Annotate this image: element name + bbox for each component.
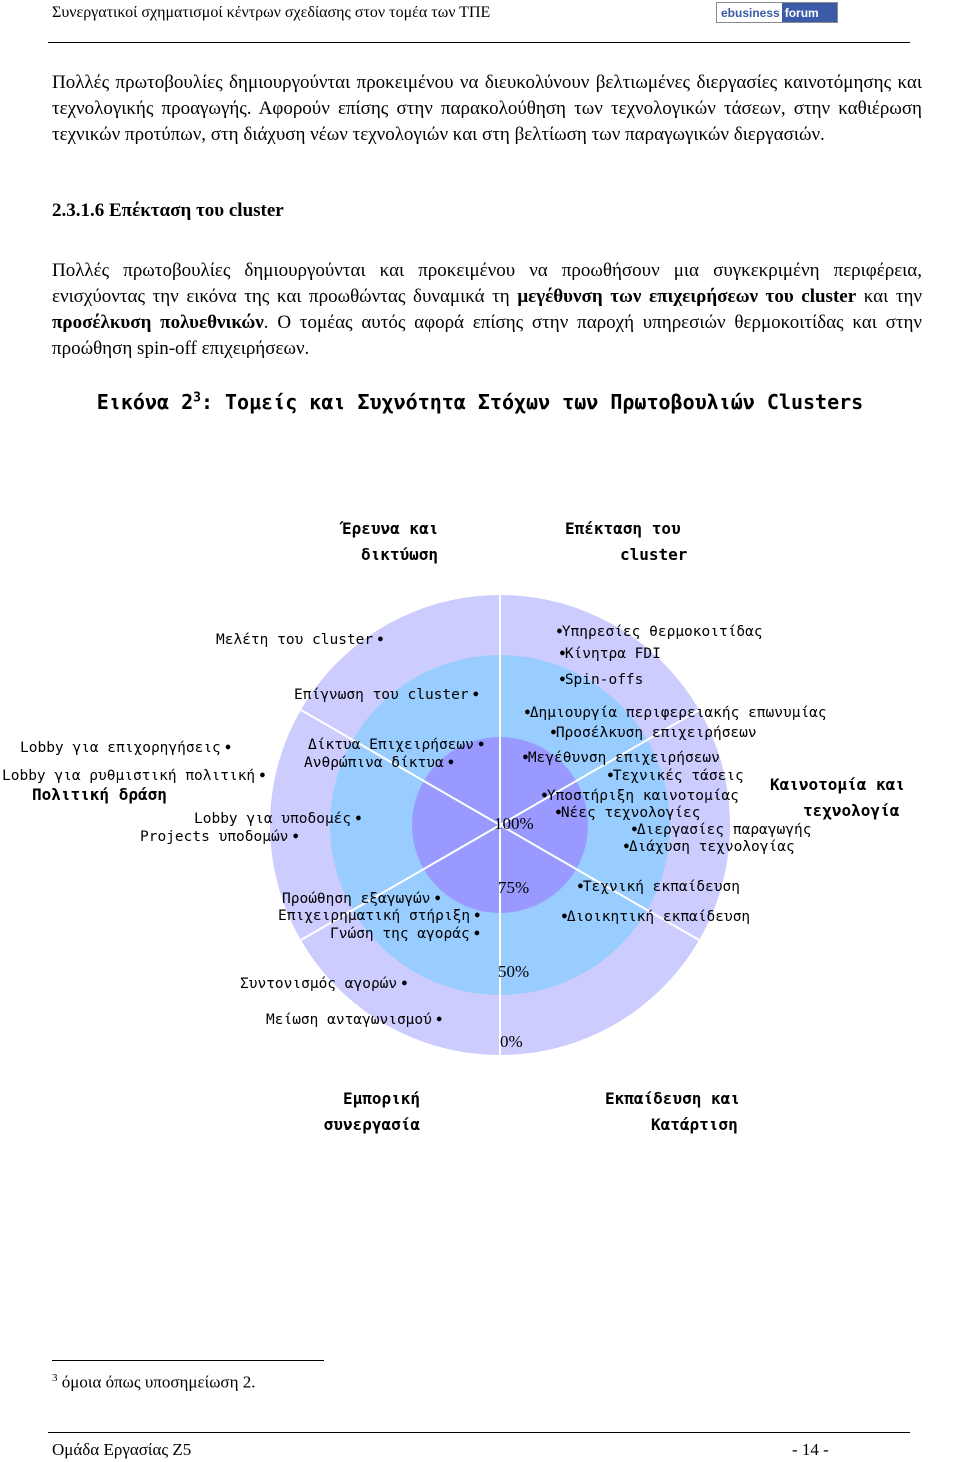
innovation-item: Υποστήριξη καινοτομίας bbox=[542, 786, 739, 805]
research-item: Ανθρώπινα δίκτυα bbox=[304, 753, 453, 772]
sector-training-line1: Εκπαίδευση και bbox=[605, 1089, 740, 1108]
logo-text-ebusiness: ebusiness bbox=[717, 3, 782, 22]
policy-item: Lobby για επιχορηγήσεις bbox=[20, 738, 230, 757]
footnote-number: 3 bbox=[52, 1372, 58, 1384]
section-bold-2: προσέλκυση πολυεθνικών bbox=[52, 312, 264, 333]
commercial-item: Μείωση ανταγωνισμού bbox=[266, 1010, 442, 1029]
sector-research-line2: δικτύωση bbox=[360, 545, 438, 564]
innovation-item: Νέες τεχνολογίες bbox=[556, 803, 701, 822]
sector-label-policy: Πολιτική δράση bbox=[32, 785, 167, 804]
footnote-rule bbox=[52, 1360, 324, 1361]
figure-title: Εικόνα 23: Τομείς και Συχνότητα Στόχων τ… bbox=[0, 390, 960, 414]
ebusinessforum-logo: ebusiness forum bbox=[716, 2, 838, 23]
sector-commercial-line1: Εμπορική bbox=[342, 1089, 420, 1108]
sector-label-expansion: Επέκταση του cluster bbox=[565, 516, 690, 568]
header-rule bbox=[48, 42, 910, 43]
section-text-2: και την bbox=[856, 286, 922, 307]
innovation-item: Τεχνικές τάσεις bbox=[608, 766, 744, 785]
section-heading: 2.3.1.6 Επέκταση του cluster bbox=[52, 200, 284, 221]
expansion-item: Υπηρεσίες θερμοκοιτίδας bbox=[557, 622, 763, 641]
ring-level-50: 50% bbox=[498, 962, 530, 981]
policy-item: Lobby για ρυθμιστική πολιτική bbox=[2, 766, 265, 785]
innovation-item: Διεργασίες παραγωγής bbox=[632, 820, 812, 839]
sector-label-innovation: Καινοτομία και τεχνολογία bbox=[770, 772, 905, 824]
sector-expansion-line2: cluster bbox=[620, 545, 688, 564]
running-header-title: Συνεργατικοί σχηματισμοί κέντρων σχεδίασ… bbox=[52, 4, 491, 21]
sector-expansion-line1: Επέκταση του bbox=[565, 519, 681, 538]
innovation-item: Διάχυση τεχνολογίας bbox=[624, 837, 795, 856]
training-item: Τεχνική εκπαίδευση bbox=[578, 877, 740, 896]
research-item: Επίγνωση του cluster bbox=[294, 685, 478, 704]
expansion-item: Δημιουργία περιφερειακής επωνυμίας bbox=[525, 703, 827, 722]
sector-training-line2: Κατάρτιση bbox=[651, 1115, 738, 1134]
figure-title-footnote-ref: 3 bbox=[193, 390, 201, 406]
sector-commercial-line2: συνεργασία bbox=[323, 1115, 420, 1134]
expansion-item: Προσέλκυση επιχειρήσεων bbox=[551, 723, 757, 742]
commercial-item: Προώθηση εξαγωγών bbox=[282, 889, 440, 908]
section-bold-1: μεγέθυνση των επιχειρήσεων του cluster bbox=[517, 286, 857, 307]
research-item: Δίκτυα Επιχειρήσεων bbox=[308, 735, 484, 754]
section-paragraph: Πολλές πρωτοβουλίες δημιουργούνται και π… bbox=[52, 258, 922, 362]
sector-research-line1: Έρευνα και bbox=[342, 519, 439, 538]
figure-title-prefix: Εικόνα 2 bbox=[96, 390, 194, 414]
expansion-item: Spin-offs bbox=[560, 670, 644, 689]
footer-group-name: Ομάδα Εργασίας Ζ5 bbox=[52, 1440, 192, 1459]
expansion-item: Μεγέθυνση επιχειρήσεων bbox=[523, 748, 720, 767]
commercial-item: Συντονισμός αγορών bbox=[240, 974, 407, 993]
figure-title-suffix: : Τομείς και Συχνότητα Στόχων των Πρωτοβ… bbox=[200, 390, 864, 414]
expansion-item: Κίνητρα FDI bbox=[560, 644, 661, 663]
sector-innovation-line1: Καινοτομία και bbox=[770, 775, 905, 794]
sector-label-commercial: Εμπορική συνεργασία bbox=[322, 1086, 420, 1138]
intro-paragraph: Πολλές πρωτοβουλίες δημιουργούνται προκε… bbox=[52, 72, 922, 145]
sector-label-research: Έρευνα και δικτύωση bbox=[342, 516, 438, 568]
commercial-item: Επιχειρηματική στήριξη bbox=[278, 906, 480, 925]
research-item: Μελέτη του cluster bbox=[216, 630, 383, 649]
footnote-text: όμοια όπως υποσημείωση 2. bbox=[61, 1372, 256, 1392]
section-text-1: Πολλές πρωτοβουλίες δημιουργούνται και π… bbox=[52, 260, 922, 307]
section-text-3: . Ο τομέας αυτός αφορά επίσης στην παροχ… bbox=[52, 312, 922, 359]
footer-rule bbox=[48, 1432, 910, 1433]
sector-label-training: Εκπαίδευση και Κατάρτιση bbox=[605, 1086, 740, 1138]
page-number: - 14 - bbox=[792, 1440, 829, 1459]
policy-item: Projects υποδομών bbox=[140, 827, 298, 846]
commercial-item: Γνώση της αγοράς bbox=[330, 924, 479, 943]
logo-text-forum: forum bbox=[781, 3, 837, 22]
ring-level-0: 0% bbox=[500, 1032, 523, 1051]
sector-innovation-line2: τεχνολογία bbox=[803, 801, 900, 820]
policy-item: Lobby για υποδομές bbox=[194, 809, 361, 828]
training-item: Διοικητική εκπαίδευση bbox=[562, 907, 750, 926]
ring-level-100: 100% bbox=[494, 814, 534, 833]
ring-level-75: 75% bbox=[498, 878, 530, 897]
footnote: 3 όμοια όπως υποσημείωση 2. bbox=[52, 1372, 255, 1393]
